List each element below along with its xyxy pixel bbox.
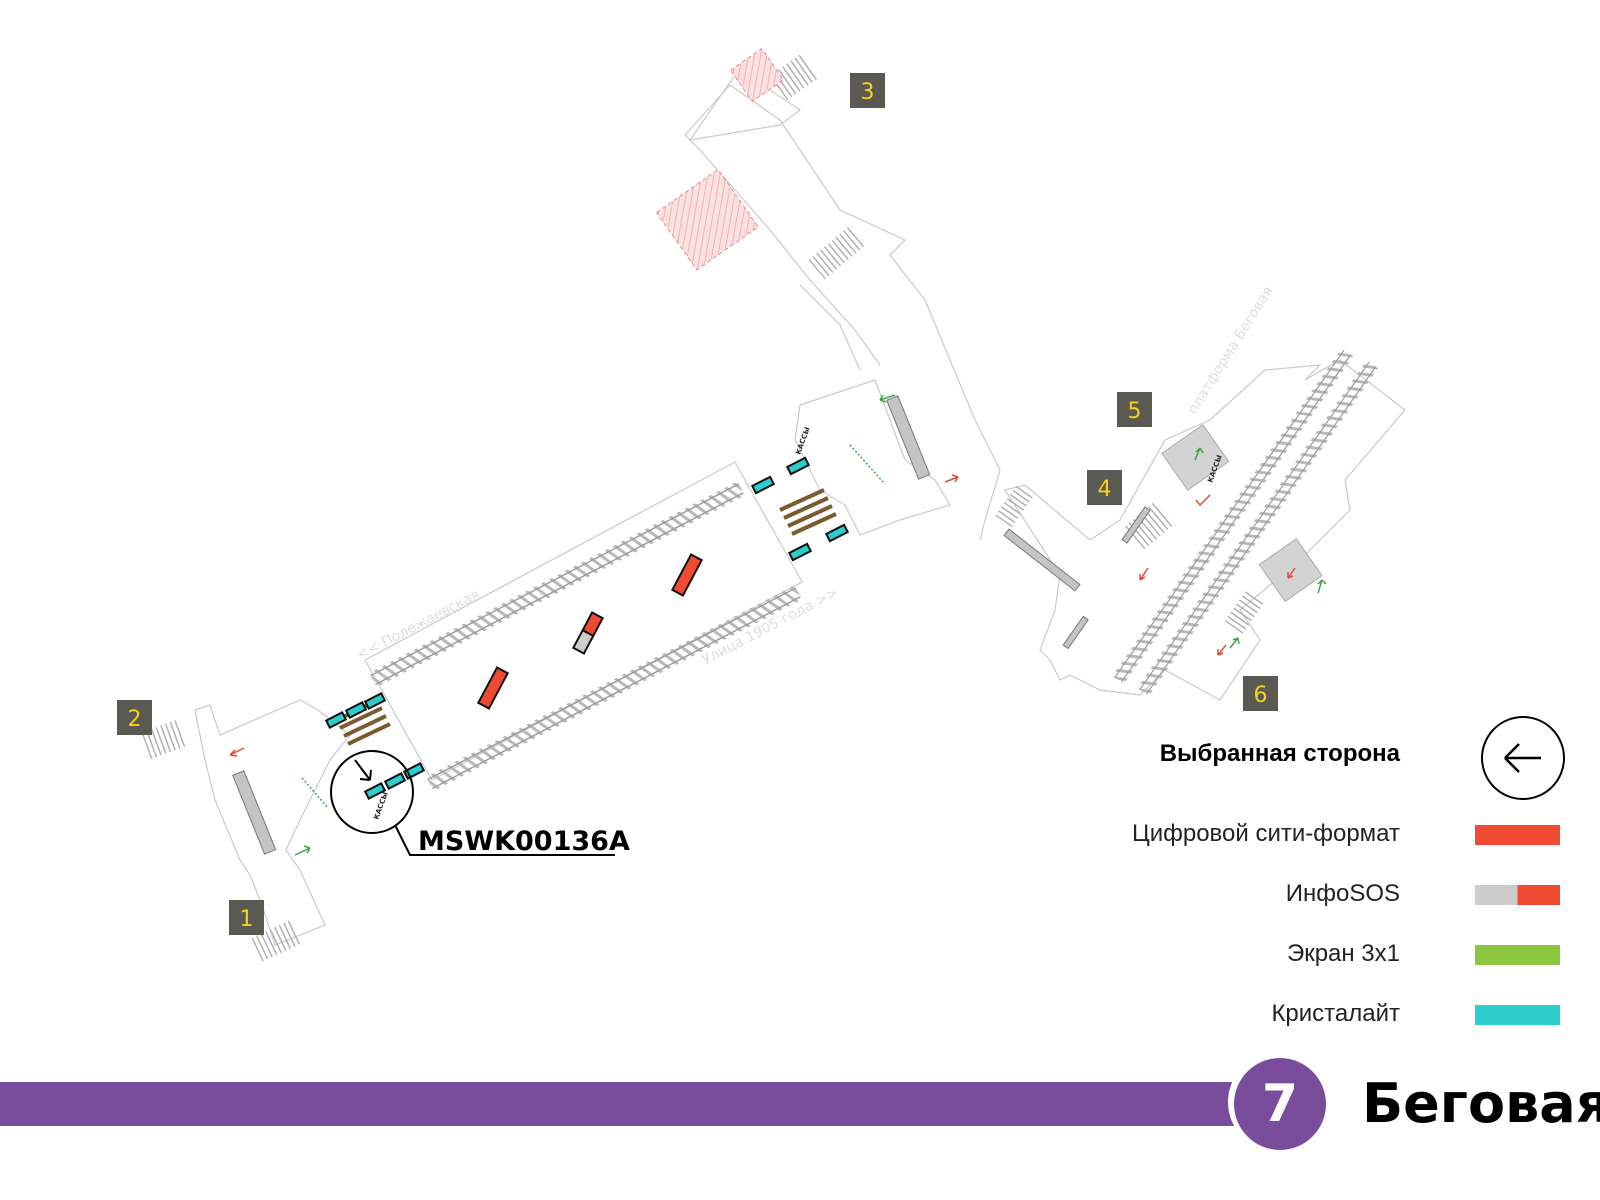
arrow-out-exit-6 [1217,644,1227,656]
exit-badge-3[interactable]: 3 [850,73,885,108]
arrow-in-exit-1 [294,845,311,856]
track-south [426,585,802,792]
escalator-east [779,488,837,536]
legend-swatch-crystalite [1475,1005,1560,1025]
arrow-out-east [944,474,959,483]
crystalite-panel-w5 [383,772,407,790]
infosos-panel-platform [571,611,605,655]
digital-city-panels [476,553,704,710]
exit-badge-4[interactable]: 4 [1087,470,1122,505]
turnstiles-east [886,395,931,480]
crystalite-panel-w2 [344,701,368,719]
exit-number-4: 4 [1098,477,1112,502]
dotted-path-west [301,777,329,809]
legend-swatch-digital-city [1475,825,1560,845]
digital-city-panel-1 [476,666,510,710]
crystalite-panel-w4 [363,782,387,800]
exit-badge-2[interactable]: 2 [117,700,152,735]
stairs-exit-3 [769,53,819,101]
crystalite-panel-w3 [363,692,387,710]
exit-badge-1[interactable]: 1 [229,900,264,935]
arrow-in-east [879,394,896,403]
track-east-1 [1112,348,1354,685]
stairs-east-vestibule [995,482,1035,528]
line-number-badge: 7 [1234,1058,1326,1150]
arrow-in-ticket-6 [1317,579,1327,594]
crystalite-panel-e3 [787,542,813,562]
arrow-out-vestibule-6 [1287,567,1296,579]
stairs-exit-6 [1224,588,1266,634]
exit-number-6: 6 [1254,683,1268,708]
dotted-path-east [849,444,886,485]
turnstiles-lower [1062,615,1089,650]
stairs-exit-1 [251,920,301,962]
selected-panel-marker: MSWK00136A [330,750,630,857]
crystalite-panel-w1 [324,711,348,729]
crystalite-panels [324,456,850,800]
arrow-out-exit-2 [229,747,245,757]
legend-label-crystalite: Кристалайт [1271,1000,1400,1027]
exit-number-5: 5 [1128,399,1142,424]
exit-number-1: 1 [240,907,254,932]
turnstiles-vestibule-4 [1003,528,1081,592]
stairs-passage [808,224,867,280]
legend-swatch-infosos [1475,885,1560,905]
metro-line-bar [0,1082,1240,1126]
arrow-down-right-icon [354,759,372,781]
stairs [141,53,1266,962]
crystalite-panel-e2 [785,456,811,476]
track-north [369,481,745,688]
arrow-out-vestibule-4 [1139,567,1149,581]
legend-label-digital-city: Цифровой сити-формат [1131,820,1400,847]
legend-label-screen-3x1: Экран 3х1 [1286,940,1400,967]
turnstiles-east-platform [1121,506,1151,544]
digital-city-panel-2 [670,553,704,597]
street-label-platform: платформа Беговая [1185,284,1277,417]
legend-swatch-screen-3x1 [1475,945,1560,965]
stairs-east-platform [1125,500,1175,550]
exit-number-3: 3 [861,80,875,105]
arrow-left-icon [1504,743,1541,773]
gray-structures [232,395,1323,855]
turnstiles-west [232,770,277,855]
selected-panel-code: MSWK00136A [418,826,630,857]
track-east-2 [1137,360,1379,697]
legend-title: Выбранная сторона [1159,740,1400,767]
exit-number-2: 2 [128,707,142,732]
stairs-exit-2 [141,719,189,759]
exit-badge-5[interactable]: 5 [1117,392,1152,427]
closed-area-passage [655,168,759,271]
arrow-in-vestibule-6 [1229,637,1240,649]
arrow-out-platform-gate [1195,494,1211,507]
tracks [369,348,1379,792]
direction-arrows [229,394,1327,856]
ticket-hall-6 [1258,538,1323,603]
crystalite-panel-e4 [824,523,850,543]
arrow-in-vestibule-5 [1194,447,1204,461]
station-name: Беговая [1362,1072,1600,1135]
closed-area-exit-3 [729,47,785,103]
crystalite-panel-e1 [750,475,776,495]
exit-badge-6[interactable]: 6 [1243,676,1278,711]
legend-label-infosos: ИнфоSOS [1285,880,1400,907]
selected-side-indicator [1481,716,1565,800]
